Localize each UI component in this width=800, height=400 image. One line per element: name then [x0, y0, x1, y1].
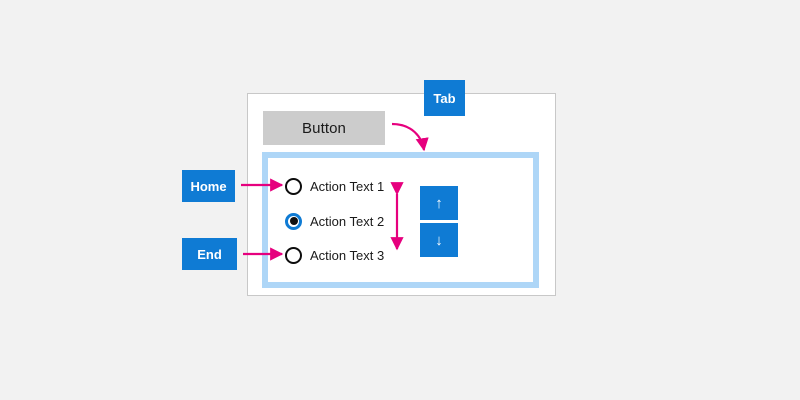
key-badge-end: End	[182, 238, 237, 270]
radio-label: Action Text 2	[310, 213, 385, 229]
arrow-up-icon: ↑	[435, 194, 443, 212]
key-badge-label: End	[197, 246, 222, 262]
radio-option-action-text-1[interactable]: Action Text 1	[285, 177, 384, 195]
key-badge-label: Home	[190, 178, 227, 194]
arrow-down-icon: ↓	[435, 231, 443, 249]
button-label: Button	[302, 119, 346, 137]
radio-unchecked-icon[interactable]	[285, 246, 302, 264]
spinner-up-button[interactable]: ↑	[420, 186, 458, 220]
key-badge-tab: Tab	[424, 80, 465, 116]
radio-label: Action Text 3	[310, 247, 385, 263]
button-control[interactable]: Button	[263, 111, 385, 145]
key-badge-label: Tab	[433, 90, 456, 106]
radio-label: Action Text 1	[310, 178, 385, 194]
radio-unchecked-icon[interactable]	[285, 177, 302, 195]
radio-option-action-text-3[interactable]: Action Text 3	[285, 246, 384, 264]
spinner-down-button[interactable]: ↓	[420, 223, 458, 257]
key-badge-home: Home	[182, 170, 235, 202]
radio-option-action-text-2[interactable]: Action Text 2	[285, 212, 384, 230]
radio-checked-icon[interactable]	[285, 212, 302, 230]
